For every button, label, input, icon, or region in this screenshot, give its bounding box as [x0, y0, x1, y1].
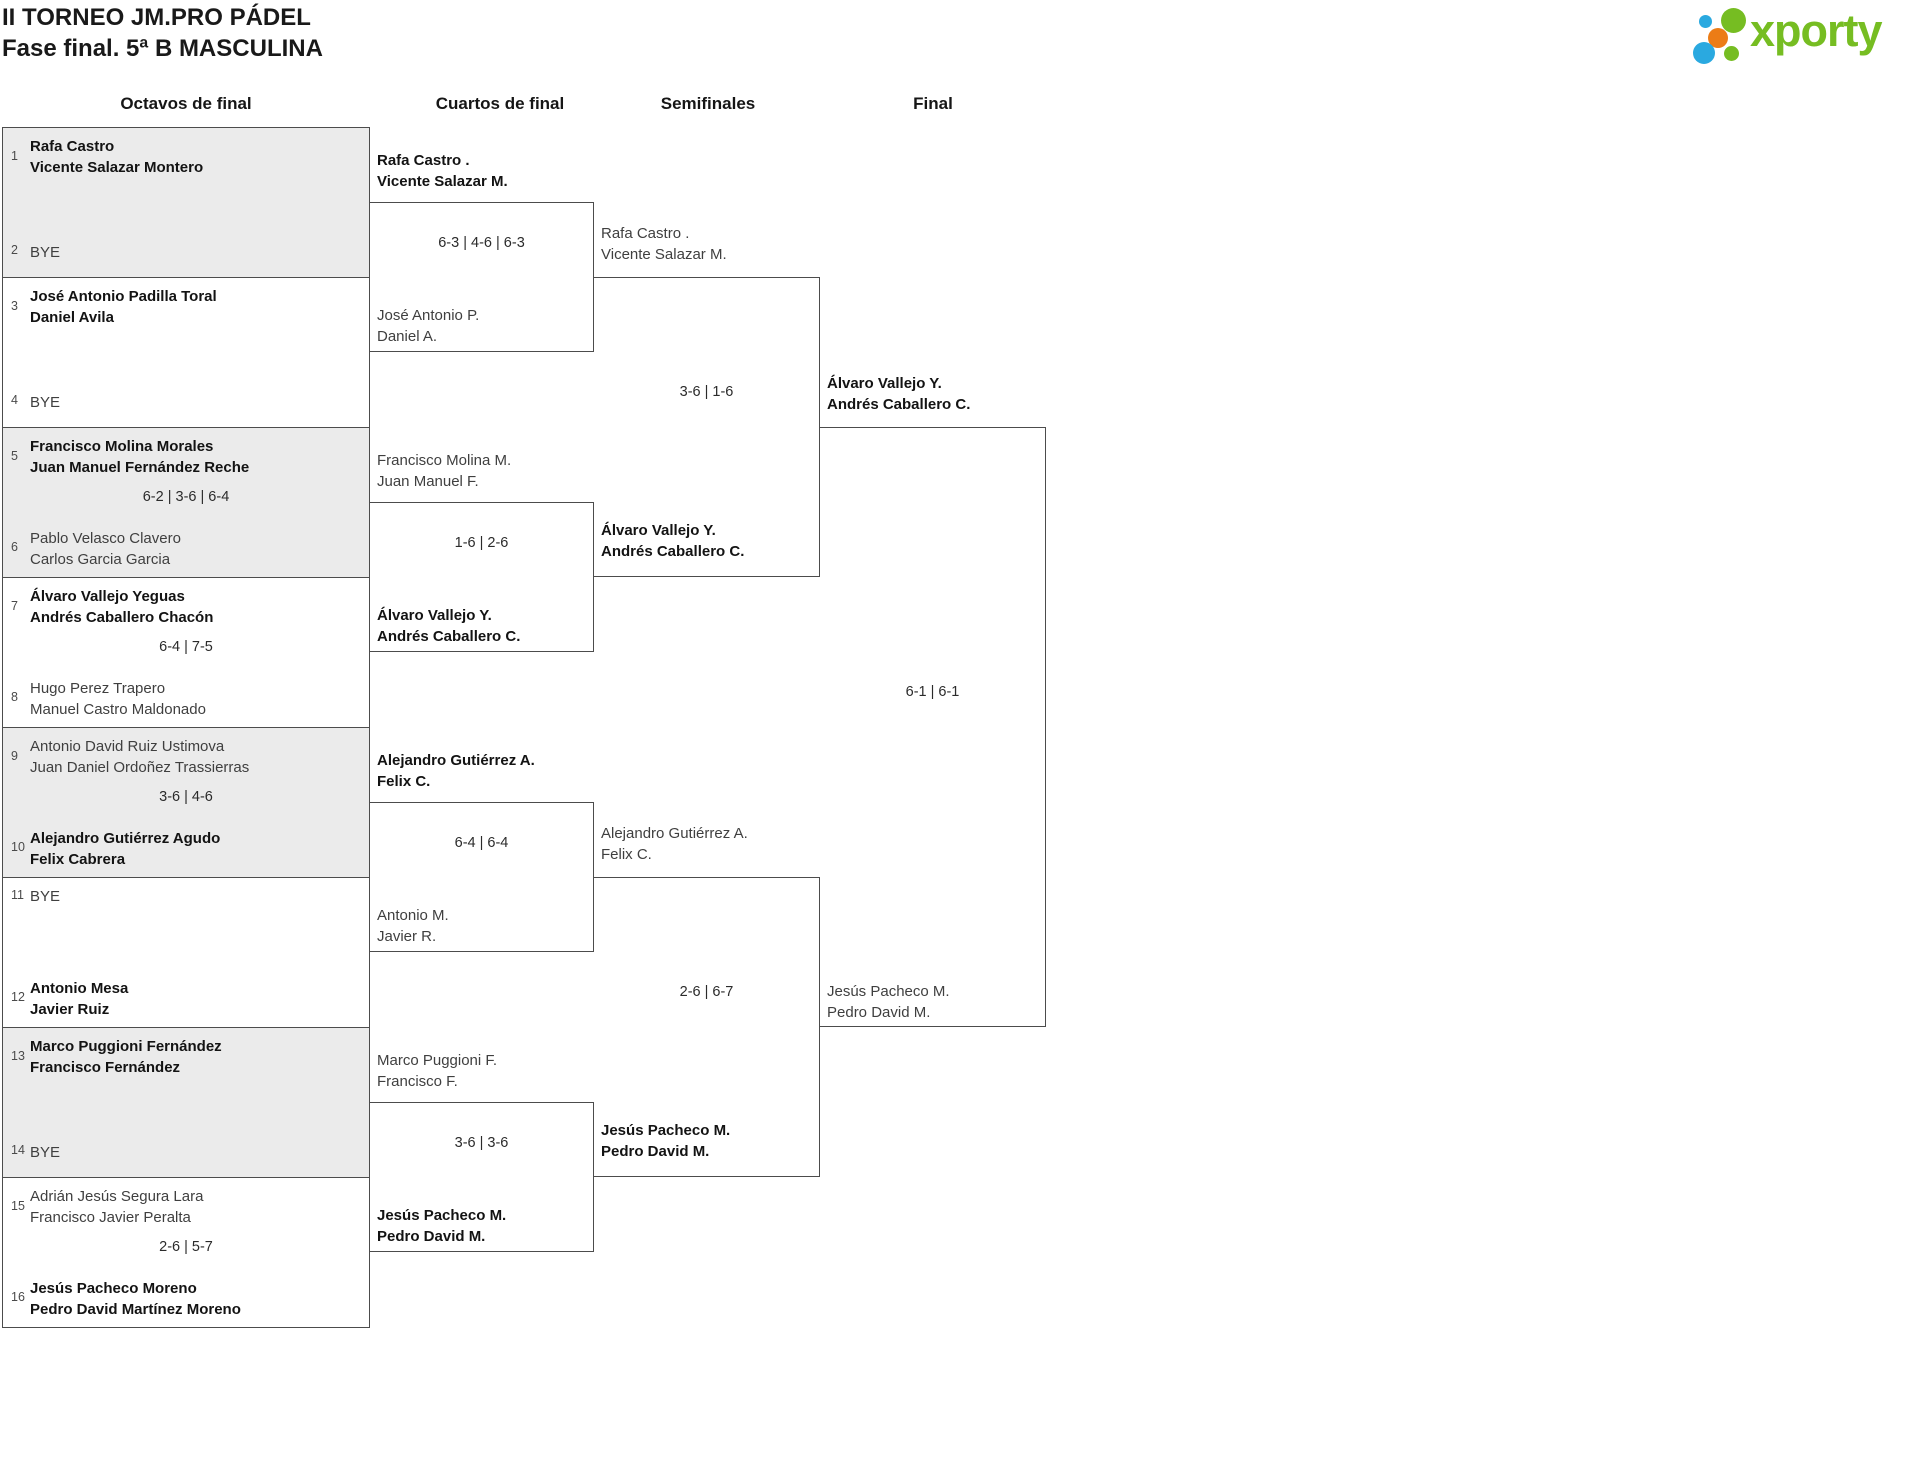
- match-final: Álvaro Vallejo Y. Andrés Caballero C. 6-…: [820, 375, 1046, 1027]
- seed-number: 6: [11, 540, 18, 554]
- team-pair: Hugo Perez Trapero Manuel Castro Maldona…: [30, 680, 206, 718]
- round-header-final: Final: [913, 94, 953, 113]
- logo-dot-green-small-icon: [1724, 46, 1739, 61]
- logo-dot-orange-icon: [1708, 28, 1728, 48]
- team-pair: Jesús Pacheco M. Pedro David M.: [377, 1207, 507, 1245]
- match-r16-4: 7 Álvaro Vallejo Yeguas Andrés Caballero…: [2, 577, 370, 728]
- seed-number: 2: [11, 243, 18, 257]
- match-r16-3: 5 Francisco Molina Morales Juan Manuel F…: [2, 427, 370, 578]
- seed-number: 5: [11, 449, 18, 463]
- match-qf-4: Marco Puggioni F. Francisco F. 3-6 | 3-6…: [370, 1052, 594, 1252]
- team-pair: Jesús Pacheco Moreno Pedro David Martíne…: [30, 1280, 241, 1318]
- xporty-logo[interactable]: xporty: [1690, 0, 1920, 70]
- seed-number: 8: [11, 690, 18, 704]
- team-pair: Francisco Molina M. Juan Manuel F.: [377, 452, 512, 490]
- team-pair: Marco Puggioni Fernández Francisco Ferná…: [30, 1038, 222, 1076]
- match-score: 6-4 | 6-4: [454, 835, 509, 851]
- seed-number: 13: [11, 1049, 25, 1063]
- seed-number: 16: [11, 1290, 25, 1304]
- team-pair: Antonio M. Javier R.: [377, 907, 449, 945]
- team-pair: Álvaro Vallejo Y. Andrés Caballero C.: [601, 522, 745, 560]
- match-r16-7: 13 Marco Puggioni Fernández Francisco Fe…: [2, 1027, 370, 1178]
- match-r16-5: 9 Antonio David Ruiz Ustimova Juan Danie…: [2, 727, 370, 878]
- team-pair: Álvaro Vallejo Y. Andrés Caballero C.: [827, 375, 971, 413]
- team-pair: Rafa Castro . Vicente Salazar M.: [377, 152, 508, 190]
- match-qf-2: Francisco Molina M. Juan Manuel F. 1-6 |…: [370, 452, 594, 652]
- team-pair: Pablo Velasco Clavero Carlos Garcia Garc…: [30, 530, 181, 568]
- match-score: 1-6 | 2-6: [454, 535, 509, 551]
- match-score: 6-4 | 7-5: [159, 639, 213, 655]
- tournament-title: II TORNEO JM.PRO PÁDEL: [2, 4, 311, 31]
- team-pair: Alejandro Gutiérrez A. Felix C.: [601, 825, 748, 863]
- match-sf-2: Alejandro Gutiérrez A. Felix C. 2-6 | 6-…: [594, 825, 820, 1177]
- seed-number: 14: [11, 1143, 25, 1157]
- logo-dot-blue-big-icon: [1693, 42, 1715, 64]
- seed-number: 12: [11, 990, 25, 1004]
- match-sf-1: Rafa Castro . Vicente Salazar M. 3-6 | 1…: [594, 225, 820, 577]
- team-pair: Antonio Mesa Javier Ruiz: [30, 980, 129, 1018]
- team-pair: Marco Puggioni F. Francisco F.: [377, 1052, 498, 1090]
- team-pair: José Antonio P. Daniel A.: [377, 307, 480, 345]
- seed-number: 10: [11, 840, 25, 854]
- seed-number: 1: [11, 149, 18, 163]
- match-score: 6-2 | 3-6 | 6-4: [142, 489, 230, 505]
- team-pair: Adrián Jesús Segura Lara Francisco Javie…: [30, 1188, 204, 1226]
- team-pair: Alejandro Gutiérrez A. Felix C.: [377, 752, 535, 790]
- match-r16-6: 11 BYE 12 Antonio Mesa Javier Ruiz: [2, 877, 370, 1028]
- tournament-subtitle: Fase final. 5ª B MASCULINA: [2, 35, 323, 62]
- seed-number: 9: [11, 749, 18, 763]
- team-pair: BYE: [30, 888, 61, 905]
- team-pair: Francisco Molina Morales Juan Manuel Fer…: [30, 438, 250, 476]
- round-header-cuartos: Cuartos de final: [435, 94, 565, 113]
- logo-dot-green-big-icon: [1721, 8, 1746, 33]
- match-score: 3-6 | 3-6: [454, 1135, 509, 1151]
- match-score: 6-3 | 4-6 | 6-3: [438, 235, 525, 251]
- seed-number: 3: [11, 299, 18, 313]
- match-qf-3: Alejandro Gutiérrez A. Felix C. 6-4 | 6-…: [370, 752, 594, 952]
- match-r16-2: 3 José Antonio Padilla Toral Daniel Avil…: [2, 277, 370, 428]
- seed-number: 15: [11, 1199, 25, 1213]
- match-score: 6-1 | 6-1: [905, 684, 960, 700]
- seed-number: 7: [11, 599, 18, 613]
- team-pair: Álvaro Vallejo Yeguas Andrés Caballero C…: [30, 588, 214, 626]
- team-pair: BYE: [30, 394, 61, 411]
- team-pair: Rafa Castro Vicente Salazar Montero: [30, 138, 204, 176]
- match-score: 3-6 | 1-6: [679, 384, 734, 400]
- match-qf-1: Rafa Castro . Vicente Salazar M. 6-3 | 4…: [370, 152, 594, 352]
- team-pair: Alejandro Gutiérrez Agudo Felix Cabrera: [30, 830, 221, 868]
- team-pair: Jesús Pacheco M. Pedro David M.: [827, 983, 950, 1021]
- seed-number: 11: [11, 888, 24, 902]
- team-pair: Jesús Pacheco M. Pedro David M.: [601, 1122, 731, 1160]
- round-header-octavos: Octavos de final: [120, 94, 252, 113]
- match-score: 2-6 | 6-7: [679, 984, 734, 1000]
- team-pair: Álvaro Vallejo Y. Andrés Caballero C.: [377, 607, 521, 645]
- logo-dot-blue-small-icon: [1699, 15, 1712, 28]
- match-score: 3-6 | 4-6: [159, 789, 213, 805]
- team-pair: Antonio David Ruiz Ustimova Juan Daniel …: [30, 738, 250, 776]
- seed-number: 4: [11, 393, 18, 407]
- team-pair: Rafa Castro . Vicente Salazar M.: [601, 225, 727, 263]
- match-r16-8: 15 Adrián Jesús Segura Lara Francisco Ja…: [2, 1177, 370, 1328]
- round-header-semifinales: Semifinales: [660, 94, 756, 113]
- match-r16-1: 1 Rafa Castro Vicente Salazar Montero 2 …: [2, 127, 370, 278]
- match-score: 2-6 | 5-7: [159, 1239, 213, 1255]
- team-pair: BYE: [30, 244, 61, 261]
- team-pair: BYE: [30, 1144, 61, 1161]
- tournament-title-block: II TORNEO JM.PRO PÁDEL Fase final. 5ª B …: [2, 2, 323, 64]
- team-pair: José Antonio Padilla Toral Daniel Avila: [30, 288, 217, 326]
- logo-wordmark: xporty: [1750, 5, 1883, 56]
